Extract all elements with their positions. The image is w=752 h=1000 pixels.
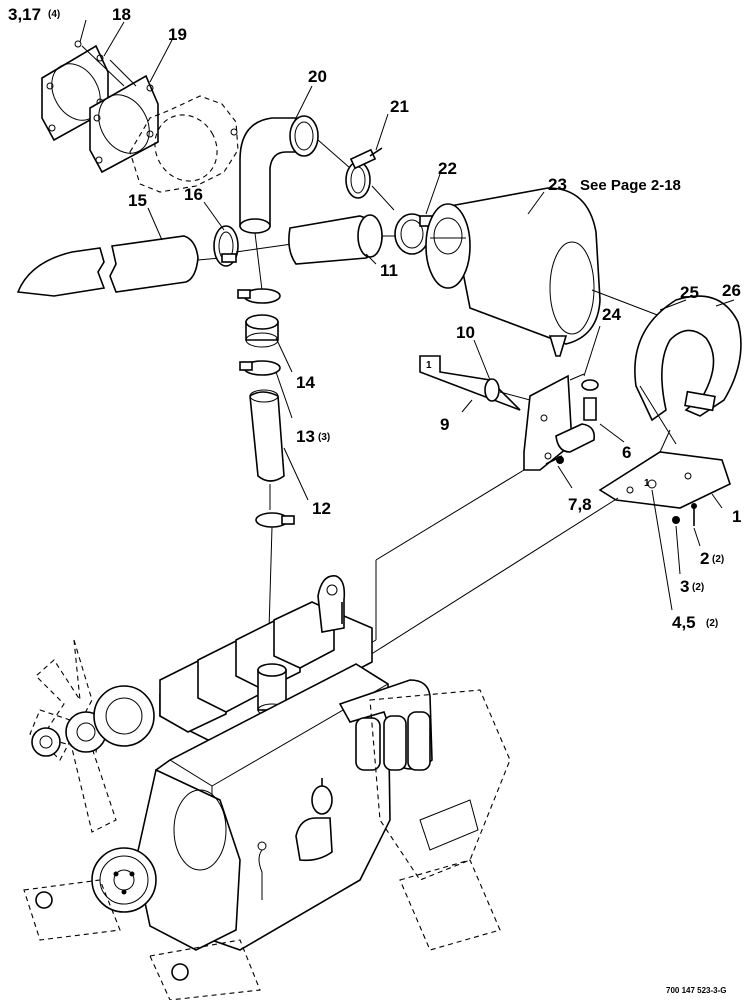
callout-21: 21 bbox=[390, 97, 409, 116]
callout-6: 6 bbox=[622, 443, 631, 462]
callout-12: 12 bbox=[312, 499, 331, 518]
callout-3: 3 bbox=[680, 577, 689, 596]
clamp-13 bbox=[239, 360, 281, 376]
callout-9: 9 bbox=[440, 415, 449, 434]
callout-10: 10 bbox=[456, 323, 475, 342]
strap-26 bbox=[634, 295, 742, 445]
support-bracket-1 bbox=[598, 429, 731, 509]
manifold-flange-outline bbox=[74, 40, 239, 193]
bracket-tag: 1 bbox=[426, 360, 432, 371]
clamp-21 bbox=[345, 147, 395, 211]
hose-11 bbox=[288, 214, 396, 265]
callout-22: 22 bbox=[438, 159, 457, 178]
callout-16: 16 bbox=[184, 185, 203, 204]
callout-23: 23 bbox=[548, 175, 567, 194]
callout-1: 1 bbox=[732, 507, 741, 526]
callout-labels: 3,17 (4) 18 19 20 21 22 23 See Page 2-18… bbox=[8, 5, 741, 995]
callout-25: 25 bbox=[680, 283, 699, 302]
elbow-20 bbox=[239, 115, 351, 291]
callout-2: 2 bbox=[700, 549, 709, 568]
callout-4-5: 4,5 bbox=[672, 613, 696, 632]
callout-4-5-qty: (2) bbox=[706, 618, 718, 629]
callout-24: 24 bbox=[602, 305, 621, 324]
callout-3-17-qty: (4) bbox=[48, 9, 60, 20]
callout-11: 11 bbox=[380, 261, 398, 280]
callout-13: 13 bbox=[296, 427, 315, 446]
air-cleaner-23 bbox=[425, 187, 661, 357]
clamp-14-upper bbox=[237, 288, 281, 304]
callout-19: 19 bbox=[168, 25, 187, 44]
clamp-22 bbox=[394, 213, 433, 255]
callout-20: 20 bbox=[308, 67, 327, 86]
drawing-code: 700 147 523-3-G bbox=[666, 986, 727, 995]
leader-lines bbox=[79, 19, 735, 611]
mount-plate-6 bbox=[523, 373, 599, 471]
hardware-2-3 bbox=[672, 503, 697, 526]
callout-2-qty: (2) bbox=[712, 554, 724, 565]
intake-pipe-15 bbox=[16, 235, 221, 297]
callout-3-qty: (2) bbox=[692, 582, 704, 593]
hardware-7-8 bbox=[545, 455, 564, 465]
see-page-note: See Page 2-18 bbox=[580, 177, 681, 194]
support-tag: 1 bbox=[644, 478, 650, 489]
callout-13-qty: (3) bbox=[318, 432, 330, 443]
clamp-16 bbox=[213, 225, 293, 267]
callout-18: 18 bbox=[112, 5, 131, 24]
callout-3-17: 3,17 bbox=[8, 5, 41, 24]
callout-14: 14 bbox=[296, 373, 315, 392]
gasket-19 bbox=[89, 74, 159, 174]
coupling-14 bbox=[245, 314, 279, 348]
engine-block bbox=[23, 575, 511, 1000]
callout-26: 26 bbox=[722, 281, 741, 300]
hose-12 bbox=[249, 389, 285, 510]
callout-15: 15 bbox=[128, 191, 147, 210]
callout-7-8: 7,8 bbox=[568, 495, 592, 514]
